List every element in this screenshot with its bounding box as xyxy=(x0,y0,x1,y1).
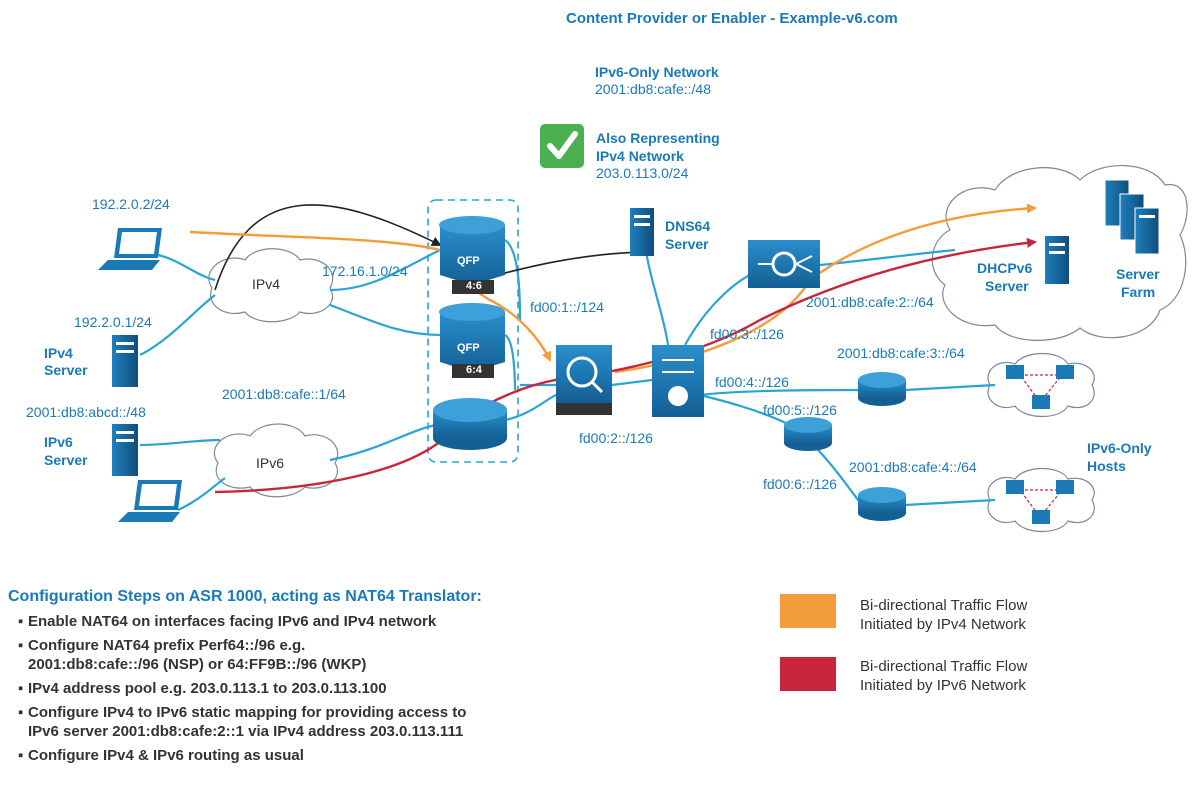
dns64-label-line1: DNS64 xyxy=(665,218,711,234)
ipv6-cloud xyxy=(213,423,339,498)
step-item: ▪IPv4 address pool e.g. 203.0.113.1 to 2… xyxy=(18,680,387,697)
also-representing-line1: Also Representing xyxy=(596,130,720,146)
link-172-label: 172.16.1.0/24 xyxy=(322,263,408,279)
cafe2-label: 2001:db8:cafe:2::/64 xyxy=(806,294,934,310)
step-text: IPv4 address pool e.g. 203.0.113.1 to 20… xyxy=(28,680,387,697)
ipv6-hosts-label-line2: Hosts xyxy=(1087,458,1126,474)
router-cafe4 xyxy=(858,487,906,521)
badge-4-6: 4:6 xyxy=(466,280,482,292)
legend-swatch-ipv4 xyxy=(780,594,836,628)
step-item: ▪Enable NAT64 on interfaces facing IPv6 … xyxy=(18,613,437,630)
qfp-router-top xyxy=(439,216,505,294)
dhcpv6-server-icon xyxy=(1045,236,1069,284)
laptop-ipv4 xyxy=(98,228,162,270)
router-fd00-5 xyxy=(784,417,832,451)
legend-ipv4-line1: Bi-directional Traffic Flow xyxy=(860,597,1028,614)
step-text: Enable NAT64 on interfaces facing IPv6 a… xyxy=(28,613,437,630)
fd00-6-label: fd00:6::/126 xyxy=(763,476,837,492)
cafe3-label: 2001:db8:cafe:3::/64 xyxy=(837,345,965,361)
dhcpv6-label-line2: Server xyxy=(985,278,1029,294)
ipv6-edge-router xyxy=(433,398,507,450)
step-item: ▪Configure IPv4 to IPv6 static mapping f… xyxy=(18,704,467,740)
steps-list: ▪Enable NAT64 on interfaces facing IPv6 … xyxy=(8,612,482,765)
server-farm-label-line2: Farm xyxy=(1121,284,1156,300)
step-text: Configure NAT64 prefix Perf64::/96 e.g. xyxy=(28,637,306,654)
fd00-5-label: fd00:5::/126 xyxy=(763,402,837,418)
ipv6-only-network-prefix: 2001:db8:cafe::/48 xyxy=(595,81,711,97)
also-representing-line2: IPv4 Network xyxy=(596,148,684,164)
step-text: Configure IPv4 to IPv6 static mapping fo… xyxy=(28,704,467,721)
ipv6-hosts-icons xyxy=(1006,365,1074,524)
blue-links xyxy=(139,239,996,512)
ipv4-server-line1: IPv4 xyxy=(44,345,73,361)
ipv6-server-line1: IPv6 xyxy=(44,434,73,450)
ipv4-server-icon xyxy=(112,335,138,387)
ipv4-network-prefix: 203.0.113.0/24 xyxy=(596,165,689,181)
server-farm-label-line1: Server xyxy=(1116,266,1160,282)
legend-swatch-ipv6 xyxy=(780,657,836,691)
ipv4-cloud xyxy=(208,248,334,323)
host-links xyxy=(1018,374,1064,518)
qfp-bottom-label: QFP xyxy=(457,342,480,354)
fd00-1-label: fd00:1::/124 xyxy=(530,299,604,315)
check-icon xyxy=(540,124,584,168)
ipv4-cloud-label: IPv4 xyxy=(252,276,281,292)
step-text-cont: 2001:db8:cafe::/96 (NSP) or 64:FF9B::/96… xyxy=(28,656,367,673)
laptop-ipv4-address: 192.2.0.2/24 xyxy=(92,196,170,212)
diagram-title: Content Provider or Enabler - Example-v6… xyxy=(566,10,898,27)
ipv6-only-network-label: IPv6-Only Network xyxy=(595,64,719,80)
firewall-device xyxy=(556,345,612,415)
fd00-3-label: fd00:3::/126 xyxy=(710,326,784,342)
qfp-top-label: QFP xyxy=(457,255,480,267)
ipv6-hosts-label-line1: IPv6-Only xyxy=(1087,440,1152,456)
server-farm-icon xyxy=(1104,179,1160,255)
step-text: Configure IPv4 & IPv6 routing as usual xyxy=(28,747,304,764)
fd00-2-label: fd00:2::/126 xyxy=(579,430,653,446)
dns64-server-icon xyxy=(630,208,654,256)
ipv6-server-line2: Server xyxy=(44,452,88,468)
core-switch xyxy=(652,345,704,417)
cafe4-label: 2001:db8:cafe:4::/64 xyxy=(849,459,977,475)
load-balancer xyxy=(748,240,820,288)
configuration-steps: Configuration Steps on ASR 1000, acting … xyxy=(8,588,482,770)
ipv4-server-address: 192.2.0.1/24 xyxy=(74,314,152,330)
qfp-router-bottom xyxy=(439,303,505,378)
ipv6-server-address: 2001:db8:abcd::/48 xyxy=(26,404,146,420)
ipv6-cloud-label: IPv6 xyxy=(256,455,285,471)
dns64-flow xyxy=(214,204,442,291)
step-item: ▪Configure IPv4 & IPv6 routing as usual xyxy=(18,747,304,764)
fd00-4-label: fd00:4::/126 xyxy=(715,374,789,390)
asr-1000-box xyxy=(427,199,519,463)
step-text-cont: IPv6 server 2001:db8:cafe:2::1 via IPv4 … xyxy=(28,723,464,740)
router-cafe3 xyxy=(858,372,906,406)
legend-ipv6-line2: Initiated by IPv6 Network xyxy=(860,677,1026,694)
laptop-ipv6 xyxy=(118,480,182,522)
legend-ipv4-line2: Initiated by IPv4 Network xyxy=(860,616,1026,633)
steps-heading: Configuration Steps on ASR 1000, acting … xyxy=(8,588,482,605)
ipv6-server-icon xyxy=(112,424,138,476)
legend-ipv6-line1: Bi-directional Traffic Flow xyxy=(860,658,1028,675)
badge-6-4: 6:4 xyxy=(466,364,482,376)
dhcpv6-label-line1: DHCPv6 xyxy=(977,260,1033,276)
step-item: ▪Configure NAT64 prefix Perf64::/96 e.g.… xyxy=(18,637,367,673)
dns64-label-line2: Server xyxy=(665,236,709,252)
ipv4-server-line2: Server xyxy=(44,362,88,378)
link-cafe1-label: 2001:db8:cafe::1/64 xyxy=(222,386,346,402)
